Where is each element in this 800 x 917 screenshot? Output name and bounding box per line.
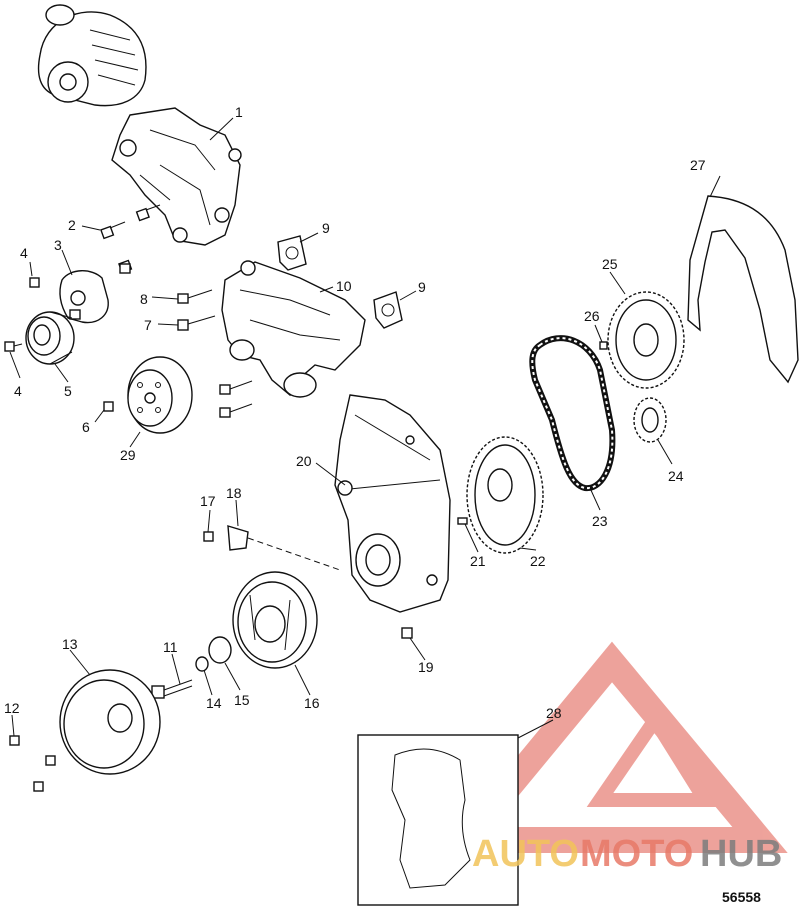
- callout-5: 5: [64, 383, 72, 399]
- bolts-item-12: [9, 735, 56, 792]
- callout-17: 17: [200, 493, 216, 509]
- callout-26: 26: [584, 308, 600, 324]
- cam-sprocket: [607, 291, 685, 389]
- idler-bracket: [59, 270, 109, 324]
- watermark-hub: HUB: [700, 833, 782, 875]
- watermark-auto: AUTO: [472, 833, 579, 875]
- callout-18: 18: [226, 485, 242, 501]
- washer-items-14-15: [195, 636, 232, 672]
- pulley-item-29: [127, 356, 193, 434]
- leader-lines: [9, 117, 721, 739]
- belt-routing-box: [357, 734, 519, 906]
- callout-23: 23: [592, 513, 608, 529]
- watermark-logo: [437, 641, 788, 853]
- callout-14: 14: [206, 695, 222, 711]
- dowel-item-21: [457, 517, 468, 525]
- callout-1: 1: [235, 104, 243, 120]
- callout-13: 13: [62, 636, 78, 652]
- bolts-item-2: [100, 204, 161, 274]
- bolts-item-4: [4, 277, 40, 352]
- callout-19: 19: [418, 659, 434, 675]
- timing-chain: [529, 335, 616, 492]
- callout-labels: 1 2 3 4 4 5 6 7 8 9 9 10 11 12 13 14 15 …: [4, 104, 706, 721]
- idler-pulley: [25, 311, 75, 365]
- figure-code: 56558: [722, 889, 761, 905]
- callout-6: 6: [82, 419, 90, 435]
- callout-11: 11: [163, 639, 178, 655]
- callout-3: 3: [54, 237, 62, 253]
- callout-16: 16: [304, 695, 320, 711]
- callout-12: 12: [4, 700, 20, 716]
- callout-20: 20: [296, 453, 312, 469]
- callout-7: 7: [144, 317, 152, 333]
- callout-4b: 4: [14, 383, 22, 399]
- gaskets-item-9: [277, 235, 403, 329]
- bolt-item-19: [401, 627, 413, 639]
- callout-10: 10: [336, 278, 352, 294]
- harmonic-balancer: [232, 571, 318, 669]
- callout-8: 8: [140, 291, 148, 307]
- bolt-item-26: [599, 341, 608, 350]
- callout-15: 15: [234, 692, 250, 708]
- bolt-item-6: [103, 401, 114, 412]
- watermark-moto: MOTO: [580, 833, 693, 875]
- timing-cover: [334, 394, 451, 613]
- callout-29: 29: [120, 447, 136, 463]
- callout-27: 27: [690, 157, 706, 173]
- cover-gasket: [687, 195, 799, 384]
- cam-gear: [466, 436, 544, 554]
- callout-21: 21: [470, 553, 486, 569]
- watermark-text: AUTO MOTO HUB: [472, 833, 782, 875]
- callout-9b: 9: [418, 279, 426, 295]
- callout-22: 22: [530, 553, 546, 569]
- mounting-bracket: [111, 107, 242, 246]
- water-pump: [221, 260, 366, 398]
- bolt-item-11: [151, 679, 193, 699]
- callout-28: 28: [546, 705, 562, 721]
- crank-sprocket: [633, 397, 667, 443]
- callout-25: 25: [602, 256, 618, 272]
- callout-2: 2: [68, 217, 76, 233]
- crank-pulley: [59, 669, 161, 775]
- callout-9a: 9: [322, 220, 330, 236]
- power-steering-pump: [37, 4, 147, 107]
- sensor-items-17-18: [203, 525, 341, 571]
- callout-24: 24: [668, 468, 684, 484]
- callout-4a: 4: [20, 245, 28, 261]
